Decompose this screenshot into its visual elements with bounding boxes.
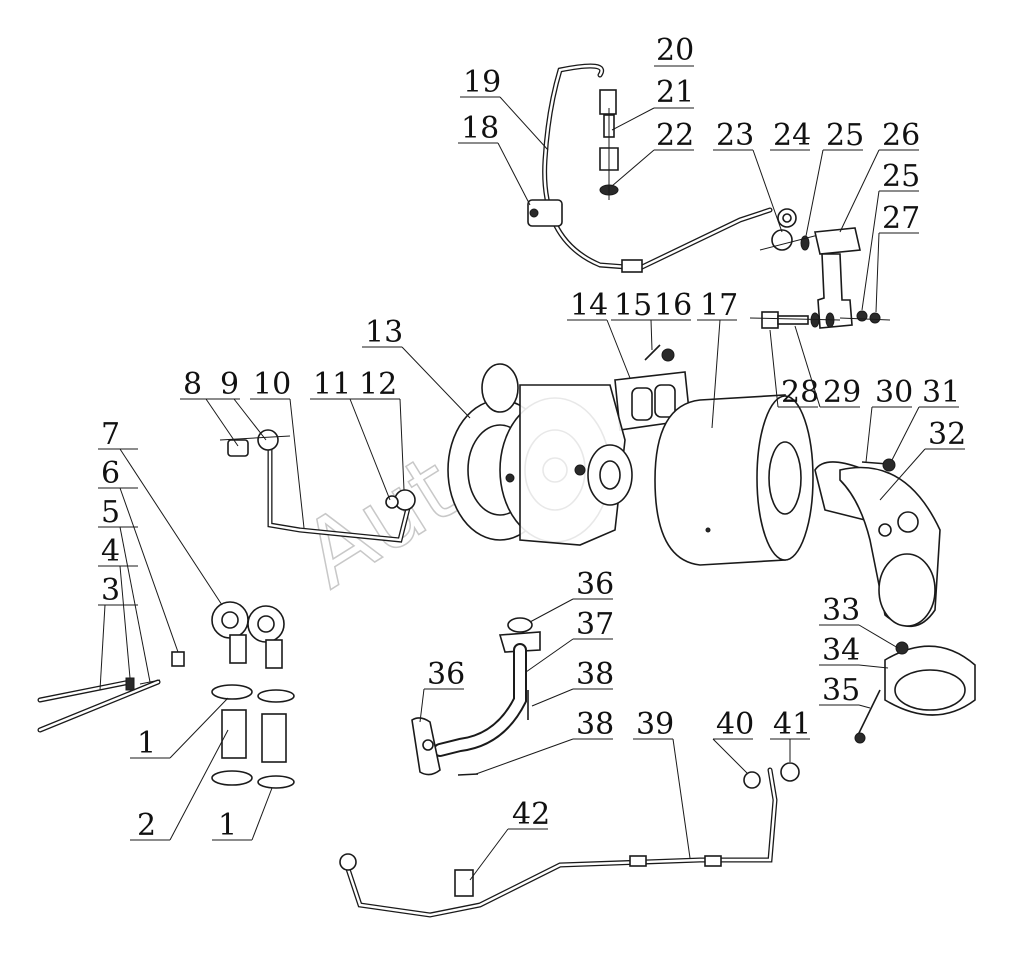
callout-36-lower: 36: [427, 657, 465, 692]
callout-17: 17: [700, 288, 738, 323]
callout-38-lower: 38: [576, 707, 614, 742]
callout-33: 33: [822, 593, 860, 628]
callout-25-lower: 25: [882, 159, 920, 194]
turbocharger-assembly: [447, 363, 633, 546]
callout-37: 37: [576, 607, 614, 642]
callout-36-upper: 36: [576, 567, 614, 602]
callout-16: 16: [654, 288, 692, 323]
callout-11: 11: [313, 367, 351, 402]
callout-12: 12: [359, 367, 397, 402]
callout-19: 19: [463, 65, 501, 100]
callout-22: 22: [656, 118, 694, 153]
callout-39: 39: [636, 707, 674, 742]
fitting-stack: [599, 108, 619, 200]
callout-38-upper: 38: [576, 657, 614, 692]
callout-21: 21: [656, 75, 694, 110]
pipe-nut-upper: [599, 89, 617, 115]
callout-1-lower: 1: [218, 808, 237, 843]
callout-4: 4: [101, 534, 120, 569]
callout-41: 41: [773, 707, 811, 742]
exhaust-elbow: [814, 458, 941, 628]
callout-42: 42: [512, 797, 550, 832]
callout-25-upper: 25: [826, 118, 864, 153]
banjo-fitting-upper: [759, 208, 831, 251]
callout-32: 32: [928, 417, 966, 452]
callout-35: 35: [822, 673, 860, 708]
callout-2: 2: [137, 808, 156, 843]
bracket-bolts: [749, 311, 841, 329]
callout-26: 26: [882, 118, 920, 153]
callout-6: 6: [101, 456, 120, 491]
oil-drain-pipe: [411, 617, 541, 776]
callout-27: 27: [882, 201, 920, 236]
callout-10: 10: [253, 367, 291, 402]
callout-1-upper: 1: [137, 726, 156, 761]
v-band-clamp: [854, 641, 976, 744]
callout-labels: 20 19 21 18 22 23 24 25 26 25 27 14 15: [98, 33, 966, 881]
lower-oil-feed-pipe: [339, 762, 800, 918]
callout-9: 9: [220, 367, 239, 402]
support-bracket: [814, 227, 891, 329]
callout-7: 7: [101, 417, 120, 452]
callout-23: 23: [716, 118, 754, 153]
heat-shield: [654, 394, 814, 566]
callout-5: 5: [101, 495, 120, 530]
callout-18: 18: [461, 111, 499, 146]
callout-24: 24: [773, 118, 811, 153]
callout-30: 30: [875, 375, 913, 410]
clamps-and-sleeves: [211, 684, 295, 789]
callout-13: 13: [365, 315, 403, 350]
callout-20: 20: [656, 33, 694, 68]
left-hoses: [37, 651, 185, 733]
callout-31: 31: [922, 375, 960, 410]
callout-15: 15: [614, 288, 652, 323]
upper-oil-pipe: [527, 63, 773, 273]
pipe-clamp: [527, 199, 563, 227]
callout-40: 40: [716, 707, 754, 742]
callout-29: 29: [823, 375, 861, 410]
coolant-elbows: [211, 601, 285, 669]
callout-14: 14: [570, 288, 608, 323]
callout-8: 8: [183, 367, 202, 402]
callout-34: 34: [822, 633, 860, 668]
callout-28: 28: [781, 375, 819, 410]
callout-3: 3: [101, 573, 120, 608]
water-pipe-left: [219, 429, 416, 543]
